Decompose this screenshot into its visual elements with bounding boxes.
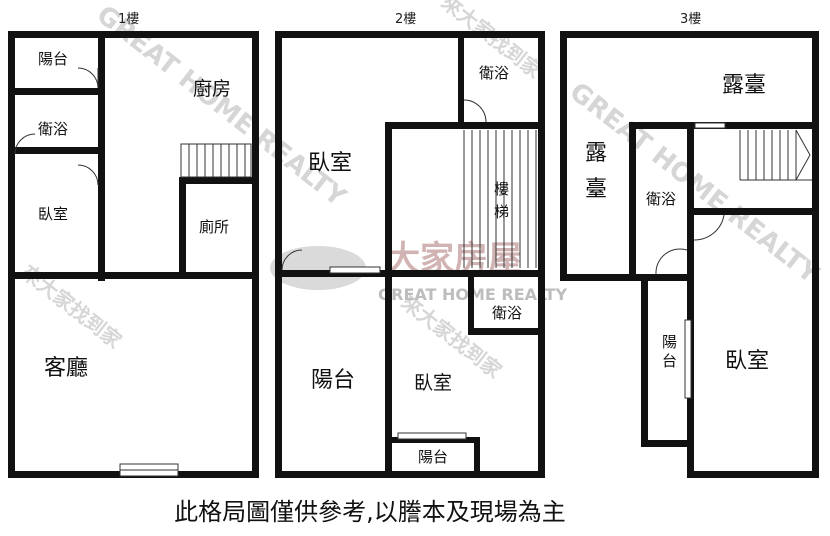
f3-bedroom-label: 臥室 bbox=[725, 349, 769, 374]
f3-balcony-label-2: 台 bbox=[662, 352, 677, 370]
f2-bedroom-top-label: 臥室 bbox=[308, 151, 352, 176]
door-icon bbox=[693, 214, 725, 241]
f1-toilet-label: 廁所 bbox=[199, 218, 229, 236]
floor-2-stairs bbox=[463, 130, 537, 268]
watermark: GREAT HOME REALTY GREAT HOME REALTY 來大家找… bbox=[17, 0, 825, 383]
window-icon bbox=[694, 122, 726, 129]
floor-2: 2樓 bbox=[275, 12, 545, 478]
f2-balcony-bottom-label: 陽台 bbox=[418, 448, 448, 466]
disclaimer-text: 此格局圖僅供參考,以謄本及現場為主 bbox=[174, 498, 566, 526]
door-icon bbox=[655, 248, 688, 275]
f1-bedroom-label: 臥室 bbox=[38, 205, 68, 223]
floor-2-label: 2樓 bbox=[395, 12, 416, 27]
door-icon bbox=[77, 67, 99, 89]
floor-3-stairs bbox=[739, 129, 812, 181]
watermark-slogan-2: 來大家找到家 bbox=[397, 290, 507, 383]
f2-bath-top-label: 衛浴 bbox=[479, 64, 509, 82]
window-icon bbox=[397, 432, 467, 440]
window-icon bbox=[329, 266, 381, 274]
floor-1-stairs bbox=[180, 143, 252, 178]
f3-bath-label: 衛浴 bbox=[646, 190, 676, 208]
floor-3: 3樓 露臺 露 bbox=[560, 12, 819, 478]
f3-terrace-top-label: 露臺 bbox=[722, 73, 766, 98]
window-icon bbox=[684, 319, 692, 399]
floor-1: 1樓 陽台 廚房 衛浴 臥室 廁所 bbox=[8, 12, 259, 478]
f3-terrace-left-2: 臺 bbox=[585, 177, 607, 202]
f1-kitchen-label: 廚房 bbox=[193, 77, 231, 100]
door-icon bbox=[281, 249, 303, 271]
f2-bath-mid-label: 衛浴 bbox=[492, 304, 522, 322]
floor-3-label: 3樓 bbox=[680, 12, 701, 27]
f1-bath-label: 衛浴 bbox=[38, 120, 68, 138]
logo-emblem-icon bbox=[270, 246, 366, 290]
door-icon bbox=[77, 164, 99, 186]
door-icon bbox=[463, 99, 487, 123]
f3-terrace-left-1: 露 bbox=[585, 141, 607, 166]
f2-balcony-left-label: 陽台 bbox=[311, 368, 355, 393]
f2-stair-label-2: 梯 bbox=[494, 203, 509, 221]
f2-bedroom-bottom-label: 臥室 bbox=[414, 372, 452, 394]
door-icon bbox=[14, 133, 36, 155]
f1-living-label: 客廳 bbox=[44, 356, 88, 381]
f1-balcony-label: 陽台 bbox=[38, 50, 68, 68]
f3-balcony-label-1: 陽 bbox=[662, 333, 677, 351]
f2-stair-label-1: 樓 bbox=[494, 180, 509, 198]
floor-1-label: 1樓 bbox=[118, 12, 139, 27]
